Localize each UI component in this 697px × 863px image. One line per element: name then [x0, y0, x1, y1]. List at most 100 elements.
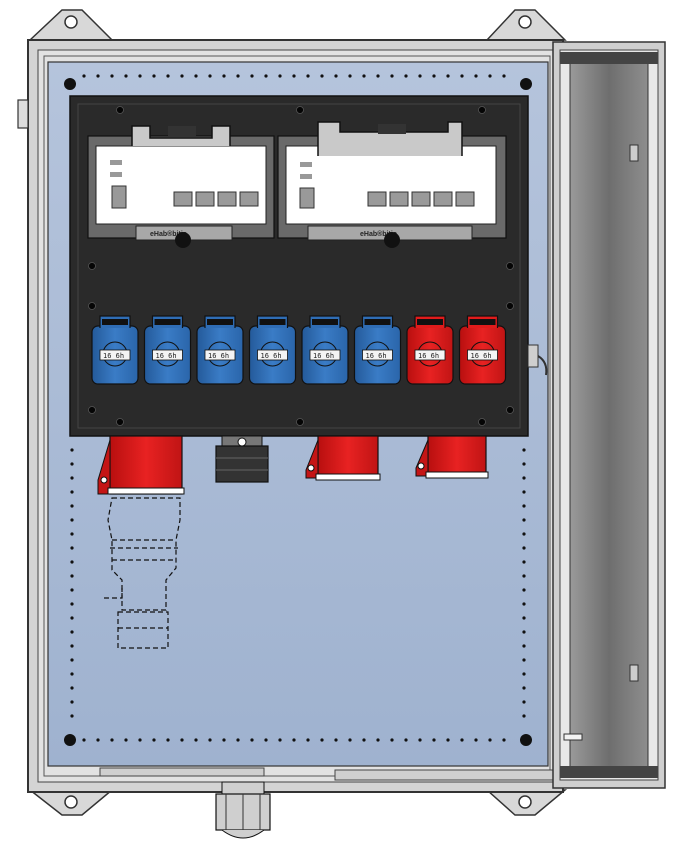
mounting-holes — [70, 74, 526, 742]
mounting-hole — [334, 738, 338, 742]
blue-socket: 16 6h — [196, 315, 244, 385]
mounting-hole — [236, 74, 240, 78]
cable-gland-top — [215, 435, 269, 483]
mounting-hole — [418, 738, 422, 742]
cee-inlet-2 — [305, 435, 381, 481]
mounting-hole — [70, 560, 74, 564]
mounting-hole — [522, 616, 526, 620]
mounting-hole — [446, 738, 450, 742]
mounting-hole — [152, 738, 156, 742]
mounting-hole — [292, 738, 296, 742]
mounting-hole — [320, 74, 324, 78]
mounting-hole — [522, 574, 526, 578]
mounting-hole — [208, 74, 212, 78]
mounting-hole — [502, 738, 506, 742]
socket-label: 16 6h — [366, 352, 387, 360]
mounting-hole — [70, 546, 74, 550]
mounting-hole — [278, 74, 282, 78]
mounting-hole — [70, 476, 74, 480]
cee-inlet-3 — [415, 435, 489, 479]
mounting-hole — [264, 74, 268, 78]
mounting-hole — [208, 738, 212, 742]
panel-screw — [88, 262, 96, 270]
mounting-hole — [522, 630, 526, 634]
mounting-hole — [222, 738, 226, 742]
panel-screw — [478, 418, 486, 426]
panel-screw — [296, 106, 304, 114]
mounting-hole — [250, 74, 254, 78]
mounting-bracket-top-right — [485, 9, 567, 41]
breaker-module-left: eHab®bitio — [87, 125, 275, 248]
mounting-hole — [432, 74, 436, 78]
panel-screw — [478, 106, 486, 114]
mounting-hole — [70, 532, 74, 536]
mounting-hole — [320, 738, 324, 742]
blue-socket: 16 6h — [91, 315, 139, 385]
socket-label: 16 6h — [103, 352, 124, 360]
mounting-hole — [488, 74, 492, 78]
mounting-hole — [522, 462, 526, 466]
mounting-hole — [70, 448, 74, 452]
panel-screw — [506, 302, 514, 310]
mounting-hole — [522, 448, 526, 452]
panel-screw — [88, 406, 96, 414]
panel-screw — [116, 106, 124, 114]
mounting-hole — [376, 74, 380, 78]
mounting-hole — [70, 658, 74, 662]
mounting-hole — [474, 74, 478, 78]
panel-screws — [88, 106, 514, 426]
mounting-hole — [390, 74, 394, 78]
mounting-hole — [82, 738, 86, 742]
socket-label: 16 6h — [313, 352, 334, 360]
mounting-hole — [522, 490, 526, 494]
mounting-hole — [522, 504, 526, 508]
breaker-switches-left — [173, 191, 259, 207]
mounting-hole — [418, 74, 422, 78]
mounting-hole — [138, 738, 142, 742]
breaker-module-right: eHab®bitio — [277, 121, 507, 248]
panel-screw — [506, 262, 514, 270]
mounting-hole — [404, 74, 408, 78]
mounting-bracket-bottom-left — [27, 789, 115, 816]
mounting-hole — [96, 74, 100, 78]
mounting-hole — [70, 462, 74, 466]
enclosure-door — [552, 41, 666, 789]
mounting-hole — [306, 74, 310, 78]
breaker-label-left: eHab®bitio — [150, 230, 187, 238]
breaker-label-right: eHab®bitio — [360, 230, 397, 238]
mounting-hole — [110, 74, 114, 78]
panel-screw — [506, 406, 514, 414]
mounting-hole — [264, 738, 268, 742]
mounting-hole — [110, 738, 114, 742]
blue-socket: 16 6h — [353, 315, 402, 385]
cable-gland-bottom — [215, 781, 271, 839]
breaker-switches-right — [367, 191, 475, 207]
mounting-hole — [70, 714, 74, 718]
panel-screw — [88, 302, 96, 310]
mounting-hole — [194, 738, 198, 742]
red-socket: 16 6h — [406, 315, 454, 385]
mounting-hole — [70, 588, 74, 592]
mounting-hole — [70, 616, 74, 620]
mounting-hole — [180, 74, 184, 78]
mounting-hole — [250, 738, 254, 742]
blue-socket: 16 6h — [301, 315, 349, 385]
mounting-hole — [152, 74, 156, 78]
mounting-hole — [124, 738, 128, 742]
mounting-hole — [390, 738, 394, 742]
socket-label: 16 6h — [261, 352, 282, 360]
mounting-hole — [522, 672, 526, 676]
mounting-hole — [70, 504, 74, 508]
mounting-hole — [522, 588, 526, 592]
plug-outline-dashed — [104, 497, 181, 649]
mounting-hole — [348, 74, 352, 78]
mounting-hole — [446, 74, 450, 78]
mounting-hole — [70, 518, 74, 522]
cee-inlet-1 — [97, 435, 185, 495]
mounting-bracket-bottom-right — [485, 789, 568, 816]
mounting-hole — [70, 574, 74, 578]
mounting-hole — [70, 644, 74, 648]
mounting-hole — [70, 630, 74, 634]
mounting-hole — [522, 476, 526, 480]
